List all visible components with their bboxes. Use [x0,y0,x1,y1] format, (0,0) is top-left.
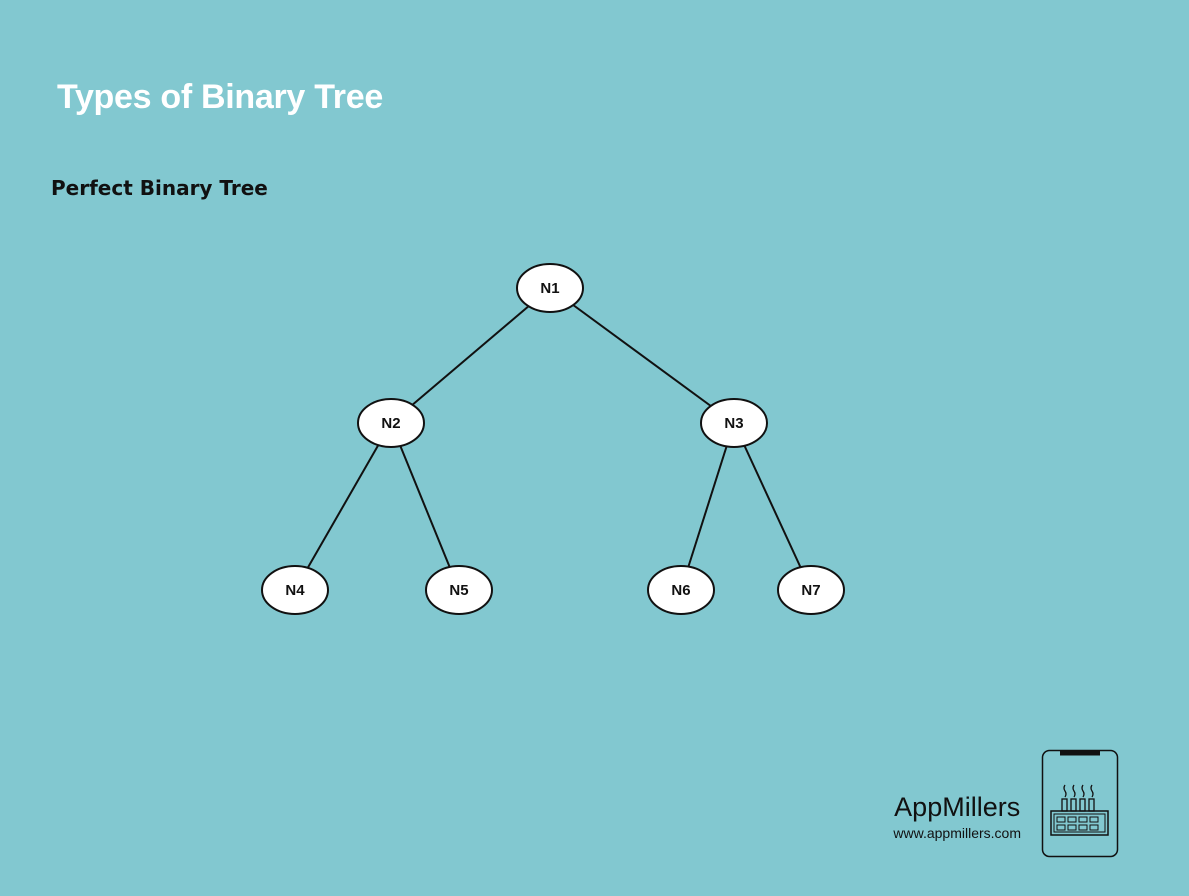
node-circle [516,263,584,313]
tree-node-n6: N6 [647,565,715,615]
edge-n3-n6 [680,422,735,591]
brand-name: AppMillers [894,792,1021,822]
tree-node-n2: N2 [357,398,425,448]
tree-node-n4: N4 [261,565,329,615]
edge-n3-n7 [733,422,812,591]
node-label: N3 [724,415,743,432]
node-circle [425,565,493,615]
node-label: N1 [540,280,559,297]
tree-node-n7: N7 [777,565,845,615]
slide-title: Types of Binary Tree [57,78,383,116]
slide-subtitle: Perfect Binary Tree [51,176,268,200]
tree-node-n3: N3 [700,398,768,448]
edge-n1-n3 [549,287,735,424]
tree-node-n5: N5 [425,565,493,615]
node-circle [777,565,845,615]
node-label: N2 [381,415,400,432]
node-label: N5 [449,582,468,599]
node-label: N7 [801,582,820,599]
brand-url: www.appmillers.com [893,825,1021,841]
node-circle [647,565,715,615]
edge-n2-n4 [294,422,392,591]
node-label: N6 [671,582,690,599]
node-circle [357,398,425,448]
tree-node-n1: N1 [516,263,584,313]
phone-factory-icon [1041,749,1119,858]
node-circle [261,565,329,615]
edge-n2-n5 [390,422,460,591]
node-circle [700,398,768,448]
edge-n1-n2 [390,287,551,424]
tree-edges [294,287,812,591]
brand-block: AppMillers www.appmillers.com [893,792,1021,841]
node-label: N4 [285,582,305,599]
